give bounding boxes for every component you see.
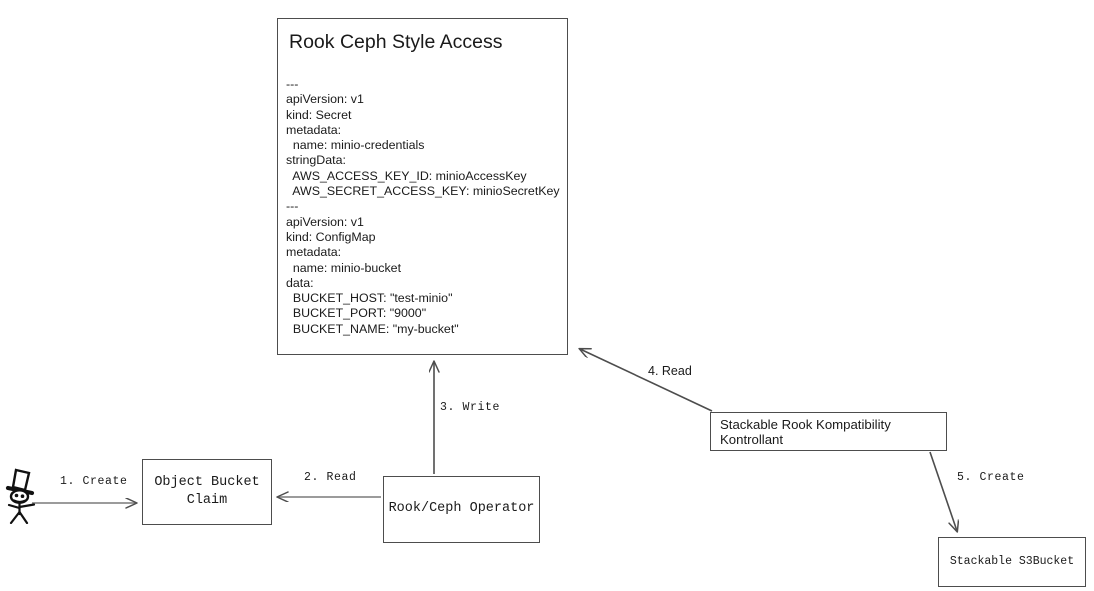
node-stackable-rook-kompatibility-kontrollant[interactable]: Stackable Rook Kompatibility Kontrollant — [710, 412, 947, 451]
edge-label-1-create: 1. Create — [60, 475, 128, 488]
actor-stick-figure-icon — [5, 468, 36, 524]
node-stackable-s3bucket[interactable]: Stackable S3Bucket — [938, 537, 1086, 587]
node-rook-ceph-operator-label: Rook/Ceph Operator — [388, 501, 535, 517]
edge-5-create — [929, 451, 957, 531]
node-object-bucket-claim[interactable]: Object Bucket Claim — [142, 459, 272, 525]
edge-label-4-read: 4. Read — [648, 364, 692, 378]
edge-label-3-write: 3. Write — [440, 401, 501, 414]
edge-label-2-read: 2. Read — [304, 471, 357, 484]
edge-label-5-create: 5. Create — [957, 471, 1025, 484]
card-title: Rook Ceph Style Access — [289, 31, 503, 53]
card-yaml-body: --- apiVersion: v1 kind: Secret metadata… — [286, 77, 560, 336]
node-rook-ceph-operator[interactable]: Rook/Ceph Operator — [383, 476, 540, 543]
node-stackable-s3bucket-label: Stackable S3Bucket — [949, 555, 1075, 569]
node-stackable-rook-kompatibility-kontrollant-label: Stackable Rook Kompatibility Kontrollant — [720, 416, 891, 447]
edge-4-read — [580, 349, 713, 412]
node-object-bucket-claim-label: Object Bucket Claim — [154, 474, 260, 508]
rook-ceph-style-access-card[interactable]: Rook Ceph Style Access --- apiVersion: v… — [277, 18, 568, 355]
